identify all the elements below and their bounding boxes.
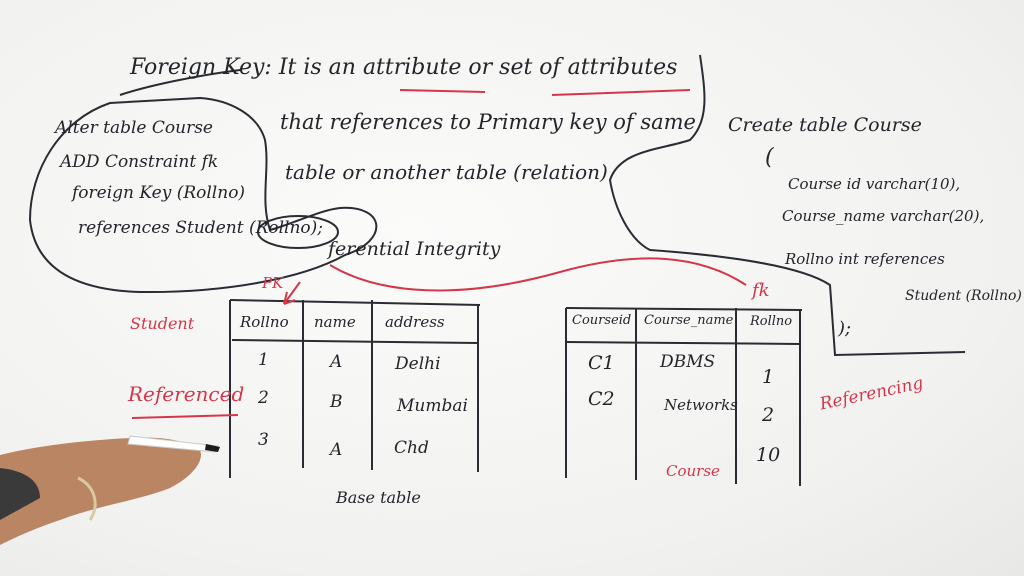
create-line-7: );	[838, 318, 852, 339]
course-cell: 10	[756, 444, 781, 466]
definition-line-2: that references to Primary key of same	[280, 110, 696, 134]
course-cell: 2	[762, 404, 775, 426]
create-line-3: Course id varchar(10),	[788, 175, 961, 193]
underline-referenced	[131, 414, 239, 419]
rollno-circle	[257, 215, 339, 249]
create-line-5: Rollno int references	[785, 250, 945, 268]
student-cell: 3	[258, 430, 269, 450]
alter-line-2: ADD Constraint fk	[60, 152, 219, 172]
student-label: Student	[130, 314, 195, 333]
create-line-4: Course_name varchar(20),	[782, 207, 985, 225]
student-cell: 2	[258, 388, 269, 408]
create-line-6: Student (Rollno)	[905, 288, 1022, 304]
create-line-2: (	[765, 145, 774, 170]
underline-attribute	[399, 89, 486, 93]
fk-link-curve	[329, 257, 747, 292]
course-table-grid	[565, 307, 803, 486]
underline-set	[551, 89, 691, 96]
course-header-course-name: Course_name	[644, 313, 734, 328]
alter-line-4: references Student (Rollno);	[78, 218, 324, 238]
student-header-name: name	[314, 313, 356, 331]
referenced-label: Referenced	[128, 382, 245, 406]
student-cell: 1	[258, 350, 269, 370]
referential-integrity: ferential Integrity	[328, 238, 501, 260]
student-header-rollno: Rollno	[240, 313, 289, 331]
student-cell: B	[330, 392, 343, 412]
course-cell: Networks	[664, 396, 738, 414]
course-cell: C2	[588, 388, 615, 410]
alter-line-3: foreign Key (Rollno)	[72, 183, 246, 203]
student-cell: Mumbai	[397, 396, 468, 416]
course-cell: DBMS	[660, 352, 716, 372]
pk-label: PK	[262, 274, 284, 292]
student-table-grid	[229, 299, 481, 478]
fk-label: fk	[752, 280, 770, 301]
definition-line-1: Foreign Key: It is an attribute or set o…	[130, 55, 678, 80]
course-cell: C1	[588, 352, 615, 374]
student-header-address: address	[385, 313, 445, 331]
pk-arrow	[283, 281, 301, 305]
student-cell: A	[330, 352, 343, 372]
course-cell: 1	[762, 366, 775, 388]
course-header-rollno: Rollno	[750, 314, 793, 329]
alter-line-1: Alter table Course	[55, 118, 213, 138]
course-label: Course	[666, 462, 720, 480]
course-header-courseid: Courseid	[572, 313, 632, 328]
student-cell: Chd	[394, 438, 429, 458]
base-table-label: Base table	[336, 488, 421, 507]
definition-line-3: table or another table (relation)	[285, 160, 608, 184]
definition-outline	[119, 54, 966, 357]
create-line-1: Create table Course	[728, 114, 922, 136]
student-cell: Delhi	[395, 354, 441, 374]
alter-outline	[28, 96, 378, 294]
student-cell: A	[330, 440, 343, 460]
